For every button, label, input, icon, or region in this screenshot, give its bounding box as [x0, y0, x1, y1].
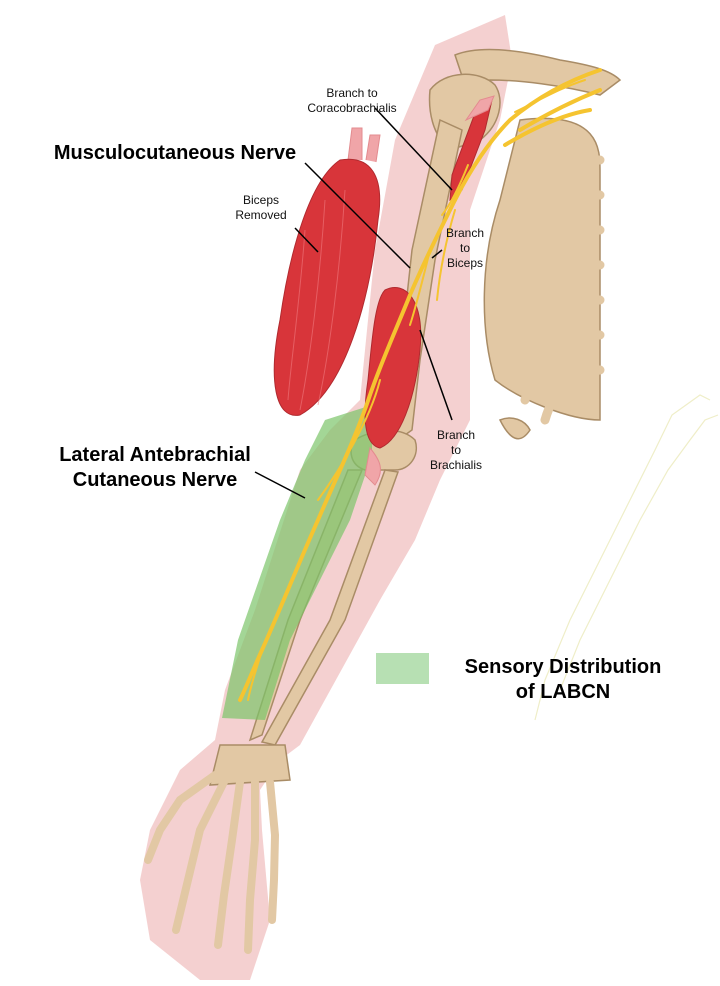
biceps-removed-muscle [273, 127, 381, 416]
legend-label: Sensory Distribution of LABCN [464, 656, 662, 703]
lateral-antebrachial-label: Lateral Antebrachial Cutaneous Nerve [59, 444, 251, 491]
coracobrachialis-tendon [464, 95, 495, 122]
legend-swatch [376, 653, 429, 684]
rib-cage [483, 117, 605, 440]
biceps-removed-label: Biceps Removed [235, 193, 287, 222]
nerve-paths [238, 68, 602, 702]
branch-biceps-label: Branch to Biceps [445, 226, 485, 270]
brachialis-tendon [364, 446, 381, 486]
hand-bones [144, 744, 291, 954]
brachialis-muscle [364, 287, 422, 449]
branch-coracobrachialis-label: Branch to Coracobrachialis [307, 86, 397, 115]
leader-lines [254, 107, 453, 499]
musculocutaneous-nerve-label: Musculocutaneous Nerve [53, 142, 297, 164]
branch-brachialis-label: Branch to Brachialis [429, 428, 483, 472]
faint-arm-outline [534, 394, 719, 721]
